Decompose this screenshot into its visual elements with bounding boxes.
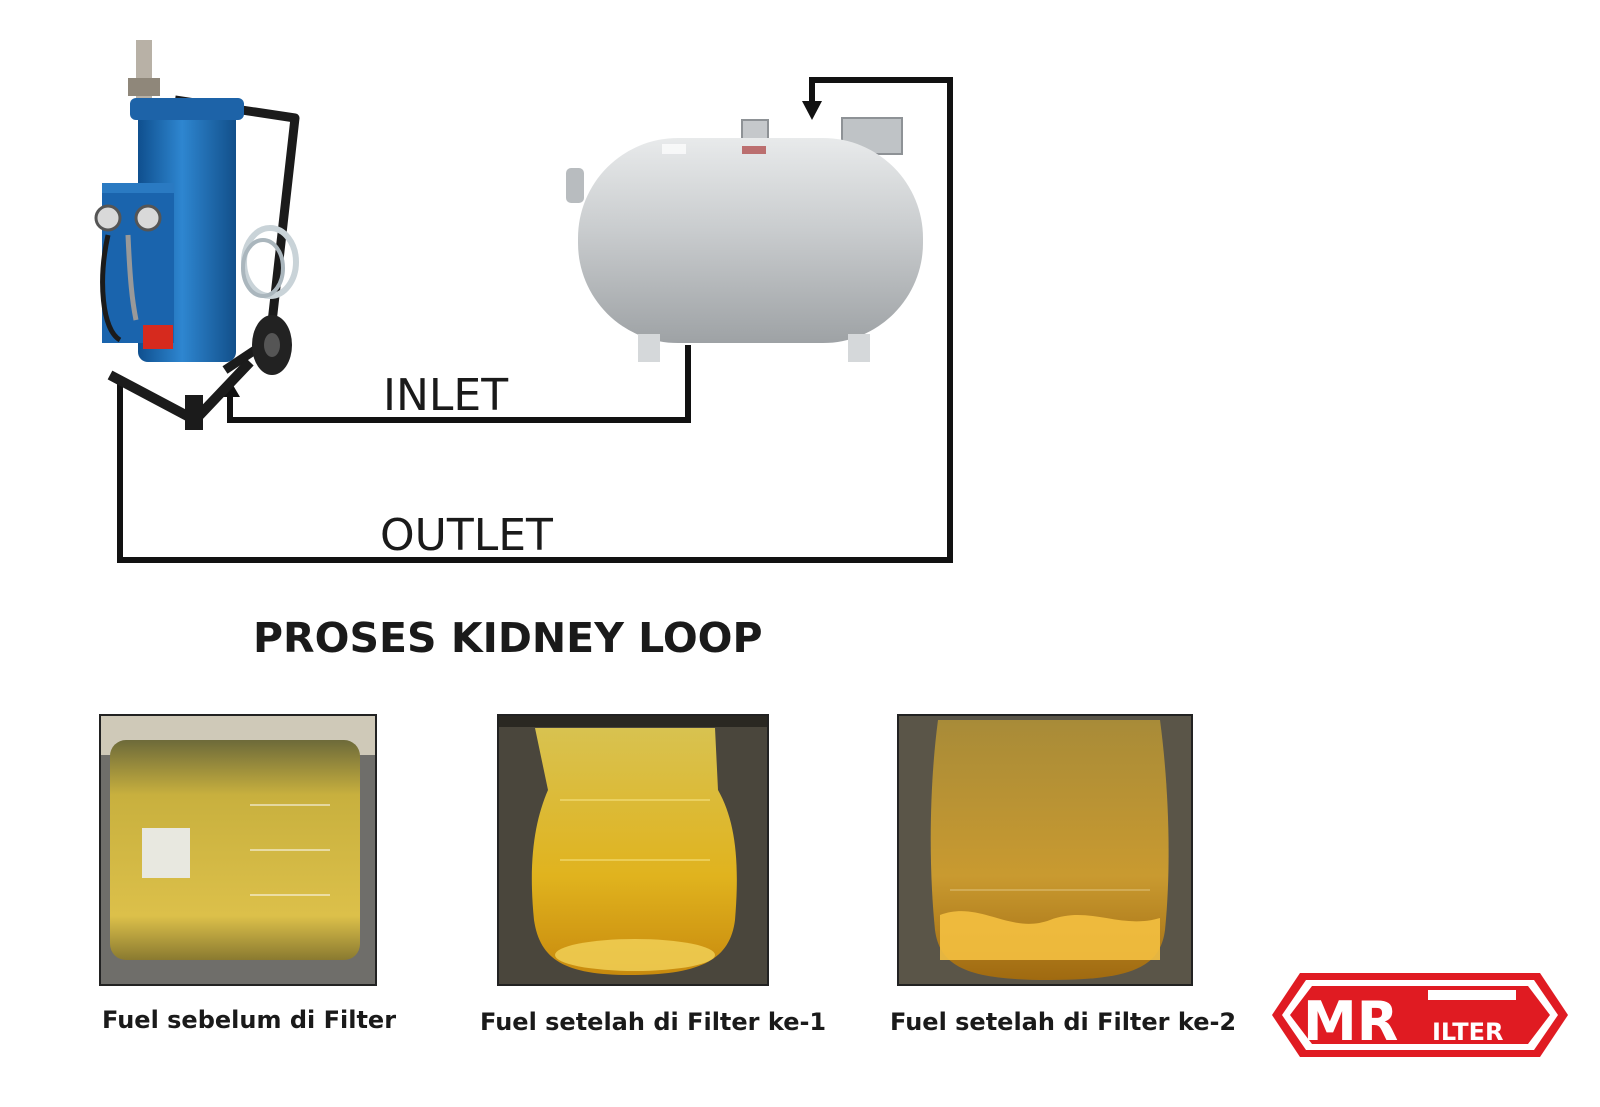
storage-tank-image xyxy=(566,117,923,362)
mr-filter-logo: MR ILTER xyxy=(1272,973,1568,1057)
logo-text-main: MR xyxy=(1303,990,1398,1053)
filter-cart-image xyxy=(94,40,300,430)
caption-after-1: Fuel setelah di Filter ke-1 xyxy=(480,1008,826,1036)
outlet-label: OUTLET xyxy=(380,510,553,561)
inlet-line xyxy=(227,345,691,423)
sample-photo-before xyxy=(99,714,377,986)
outlet-line xyxy=(117,77,953,563)
logo-text-sub: ILTER xyxy=(1432,1018,1504,1046)
outlet-arrowhead xyxy=(802,101,822,120)
inlet-label: INLET xyxy=(383,370,508,421)
caption-before: Fuel sebelum di Filter xyxy=(102,1006,396,1034)
caption-after-2: Fuel setelah di Filter ke-2 xyxy=(890,1008,1236,1036)
sample-photo-after-2 xyxy=(897,714,1193,986)
diagram-title: PROSES KIDNEY LOOP xyxy=(253,614,763,662)
sample-photo-after-1 xyxy=(497,714,769,986)
